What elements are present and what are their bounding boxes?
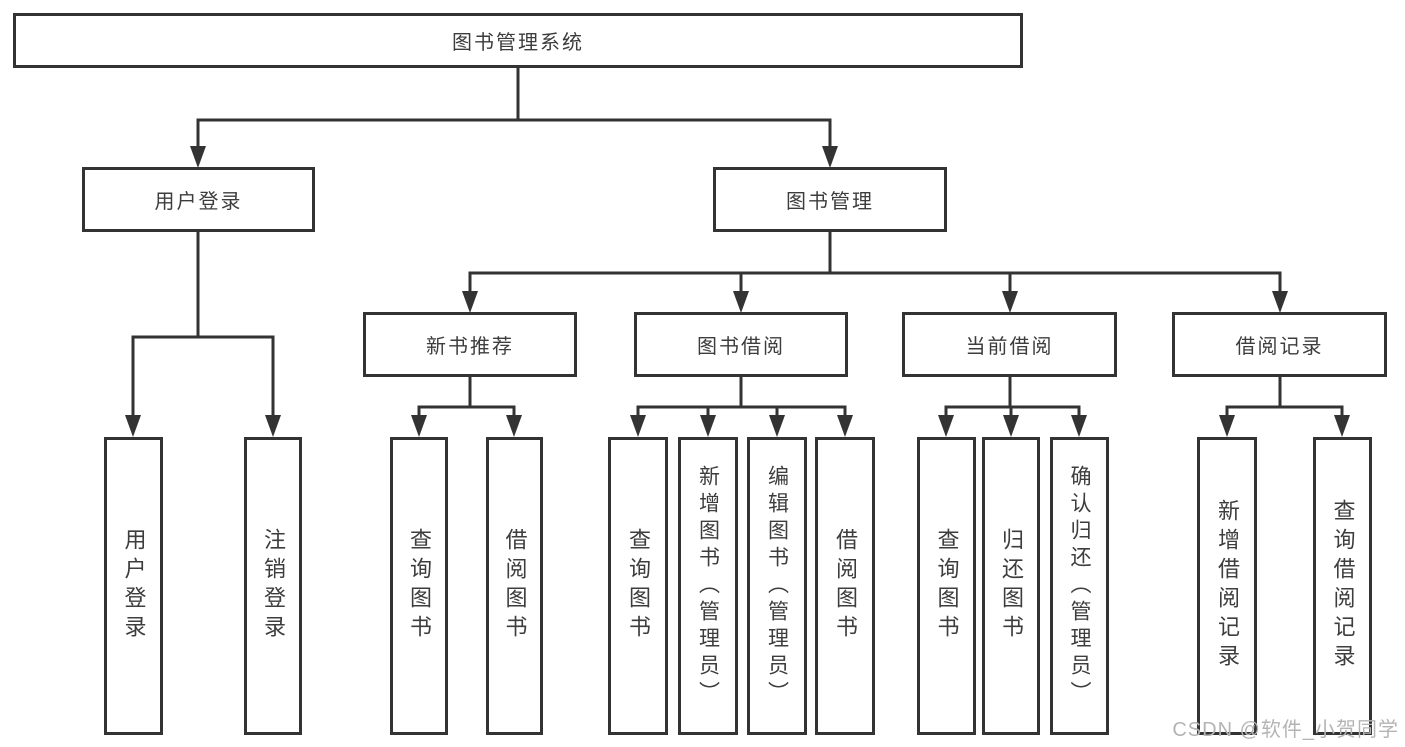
leaf-logout-label: 注销登录 <box>261 528 286 644</box>
leaf-add-borrow-record: 新增借阅记录 <box>1197 437 1257 735</box>
node-book-management: 图书管理 <box>713 167 947 232</box>
node-root-label: 图书管理系统 <box>452 32 584 54</box>
leaf-confirm-return-admin-label: 确认归还（管理员） <box>1068 464 1091 708</box>
leaf-borrow-books-2: 借阅图书 <box>815 437 875 735</box>
node-new-book-recommend-label: 新书推荐 <box>426 336 514 358</box>
node-book-borrow-label: 图书借阅 <box>697 336 785 358</box>
node-book-management-label: 图书管理 <box>786 191 874 213</box>
leaf-query-books-1-label: 查询图书 <box>407 528 432 644</box>
tree-edges <box>131 66 1344 419</box>
leaf-borrow-books-1: 借阅图书 <box>486 437 543 735</box>
leaf-user-login-label: 用户登录 <box>121 528 147 644</box>
node-new-book-recommend: 新书推荐 <box>363 312 577 377</box>
node-borrow-records: 借阅记录 <box>1172 312 1387 377</box>
node-current-borrow-label: 当前借阅 <box>965 336 1054 358</box>
node-book-borrow: 图书借阅 <box>634 312 848 377</box>
leaf-return-books: 归还图书 <box>982 437 1040 735</box>
node-root: 图书管理系统 <box>13 13 1023 68</box>
node-user-login: 用户登录 <box>82 167 315 232</box>
node-borrow-records-label: 借阅记录 <box>1235 336 1324 358</box>
leaf-query-borrow-record-label: 查询借阅记录 <box>1330 499 1356 673</box>
leaf-user-login: 用户登录 <box>104 437 163 735</box>
node-user-login-label: 用户登录 <box>154 191 243 213</box>
leaf-query-books-2: 查询图书 <box>608 437 668 735</box>
leaf-add-borrow-record-label: 新增借阅记录 <box>1215 499 1240 673</box>
leaf-borrow-books-2-label: 借阅图书 <box>833 528 858 644</box>
leaf-edit-books-admin: 编辑图书（管理员） <box>747 437 807 735</box>
leaf-borrow-books-1-label: 借阅图书 <box>502 528 528 644</box>
leaf-query-books-2-label: 查询图书 <box>626 528 651 644</box>
node-current-borrow: 当前借阅 <box>902 312 1117 377</box>
leaf-query-books-3-label: 查询图书 <box>934 528 960 644</box>
leaf-query-borrow-record: 查询借阅记录 <box>1313 437 1372 735</box>
leaf-query-books-1: 查询图书 <box>390 437 448 735</box>
leaf-add-books-admin-label: 新增图书（管理员） <box>696 464 720 708</box>
watermark: CSDN @软件_小贺同学 <box>1172 719 1399 741</box>
leaf-query-books-3: 查询图书 <box>917 437 976 735</box>
leaf-add-books-admin: 新增图书（管理员） <box>678 437 738 735</box>
arrowhead-icons <box>125 146 1350 437</box>
leaf-edit-books-admin-label: 编辑图书（管理员） <box>765 464 789 708</box>
leaf-confirm-return-admin: 确认归还（管理员） <box>1050 437 1109 735</box>
leaf-logout: 注销登录 <box>244 437 302 735</box>
leaf-return-books-label: 归还图书 <box>999 528 1024 644</box>
